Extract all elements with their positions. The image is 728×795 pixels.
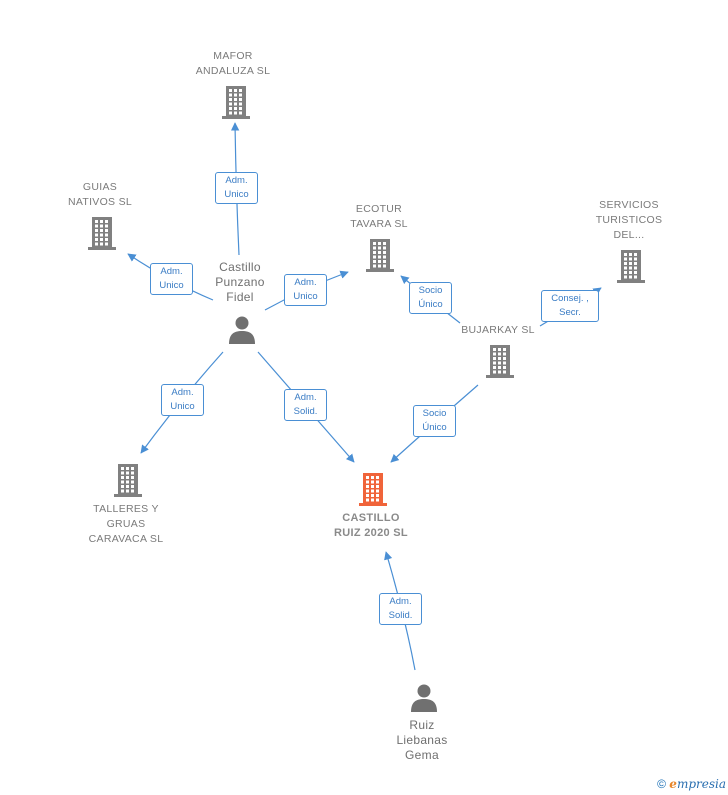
- edge-label[interactable]: Adm. Unico: [284, 274, 327, 306]
- building-icon[interactable]: [220, 84, 252, 125]
- building-icon[interactable]: [86, 215, 118, 256]
- node-label-castillo-punzano[interactable]: Castillo Punzano Fidel: [215, 260, 265, 304]
- edge-label[interactable]: Socio Único: [413, 405, 456, 437]
- copyright-icon: ©: [657, 777, 666, 791]
- edge-label[interactable]: Socio Único: [409, 282, 452, 314]
- node-label-castillo-ruiz[interactable]: CASTILLO RUIZ 2020 SL: [334, 512, 408, 539]
- node-label-mafor[interactable]: MAFOR ANDALUZA SL: [195, 50, 271, 77]
- person-icon[interactable]: [227, 315, 257, 350]
- edge-label[interactable]: Consej. , Secr.: [541, 290, 599, 322]
- building-icon[interactable]: [364, 237, 396, 278]
- edge-label[interactable]: Adm. Unico: [150, 263, 193, 295]
- footer-brand: © empresia: [657, 777, 726, 791]
- node-label-talleres[interactable]: TALLERES Y GRUAS CARAVACA SL: [88, 503, 164, 545]
- node-label-bujarkay[interactable]: BUJARKAY SL: [461, 324, 535, 336]
- building-icon[interactable]: [484, 343, 516, 384]
- edge-label[interactable]: Adm. Solid.: [284, 389, 327, 421]
- edge-label[interactable]: Adm. Unico: [215, 172, 258, 204]
- node-label-ruiz-liebanas[interactable]: Ruiz Liebanas Gema: [396, 718, 448, 762]
- person-icon[interactable]: [409, 683, 439, 718]
- node-label-guias[interactable]: GUIAS NATIVOS SL: [67, 181, 133, 208]
- edge-label[interactable]: Adm. Solid.: [379, 593, 422, 625]
- building-icon[interactable]: [615, 248, 647, 289]
- node-label-ecotur[interactable]: ECOTUR TAVARA SL: [350, 203, 408, 230]
- empresia-logo[interactable]: empresia: [669, 777, 726, 791]
- edge-label[interactable]: Adm. Unico: [161, 384, 204, 416]
- building-icon[interactable]: [112, 462, 144, 503]
- building-icon[interactable]: [357, 471, 389, 512]
- node-label-servicios[interactable]: SERVICIOS TURISTICOS DEL...: [595, 199, 663, 241]
